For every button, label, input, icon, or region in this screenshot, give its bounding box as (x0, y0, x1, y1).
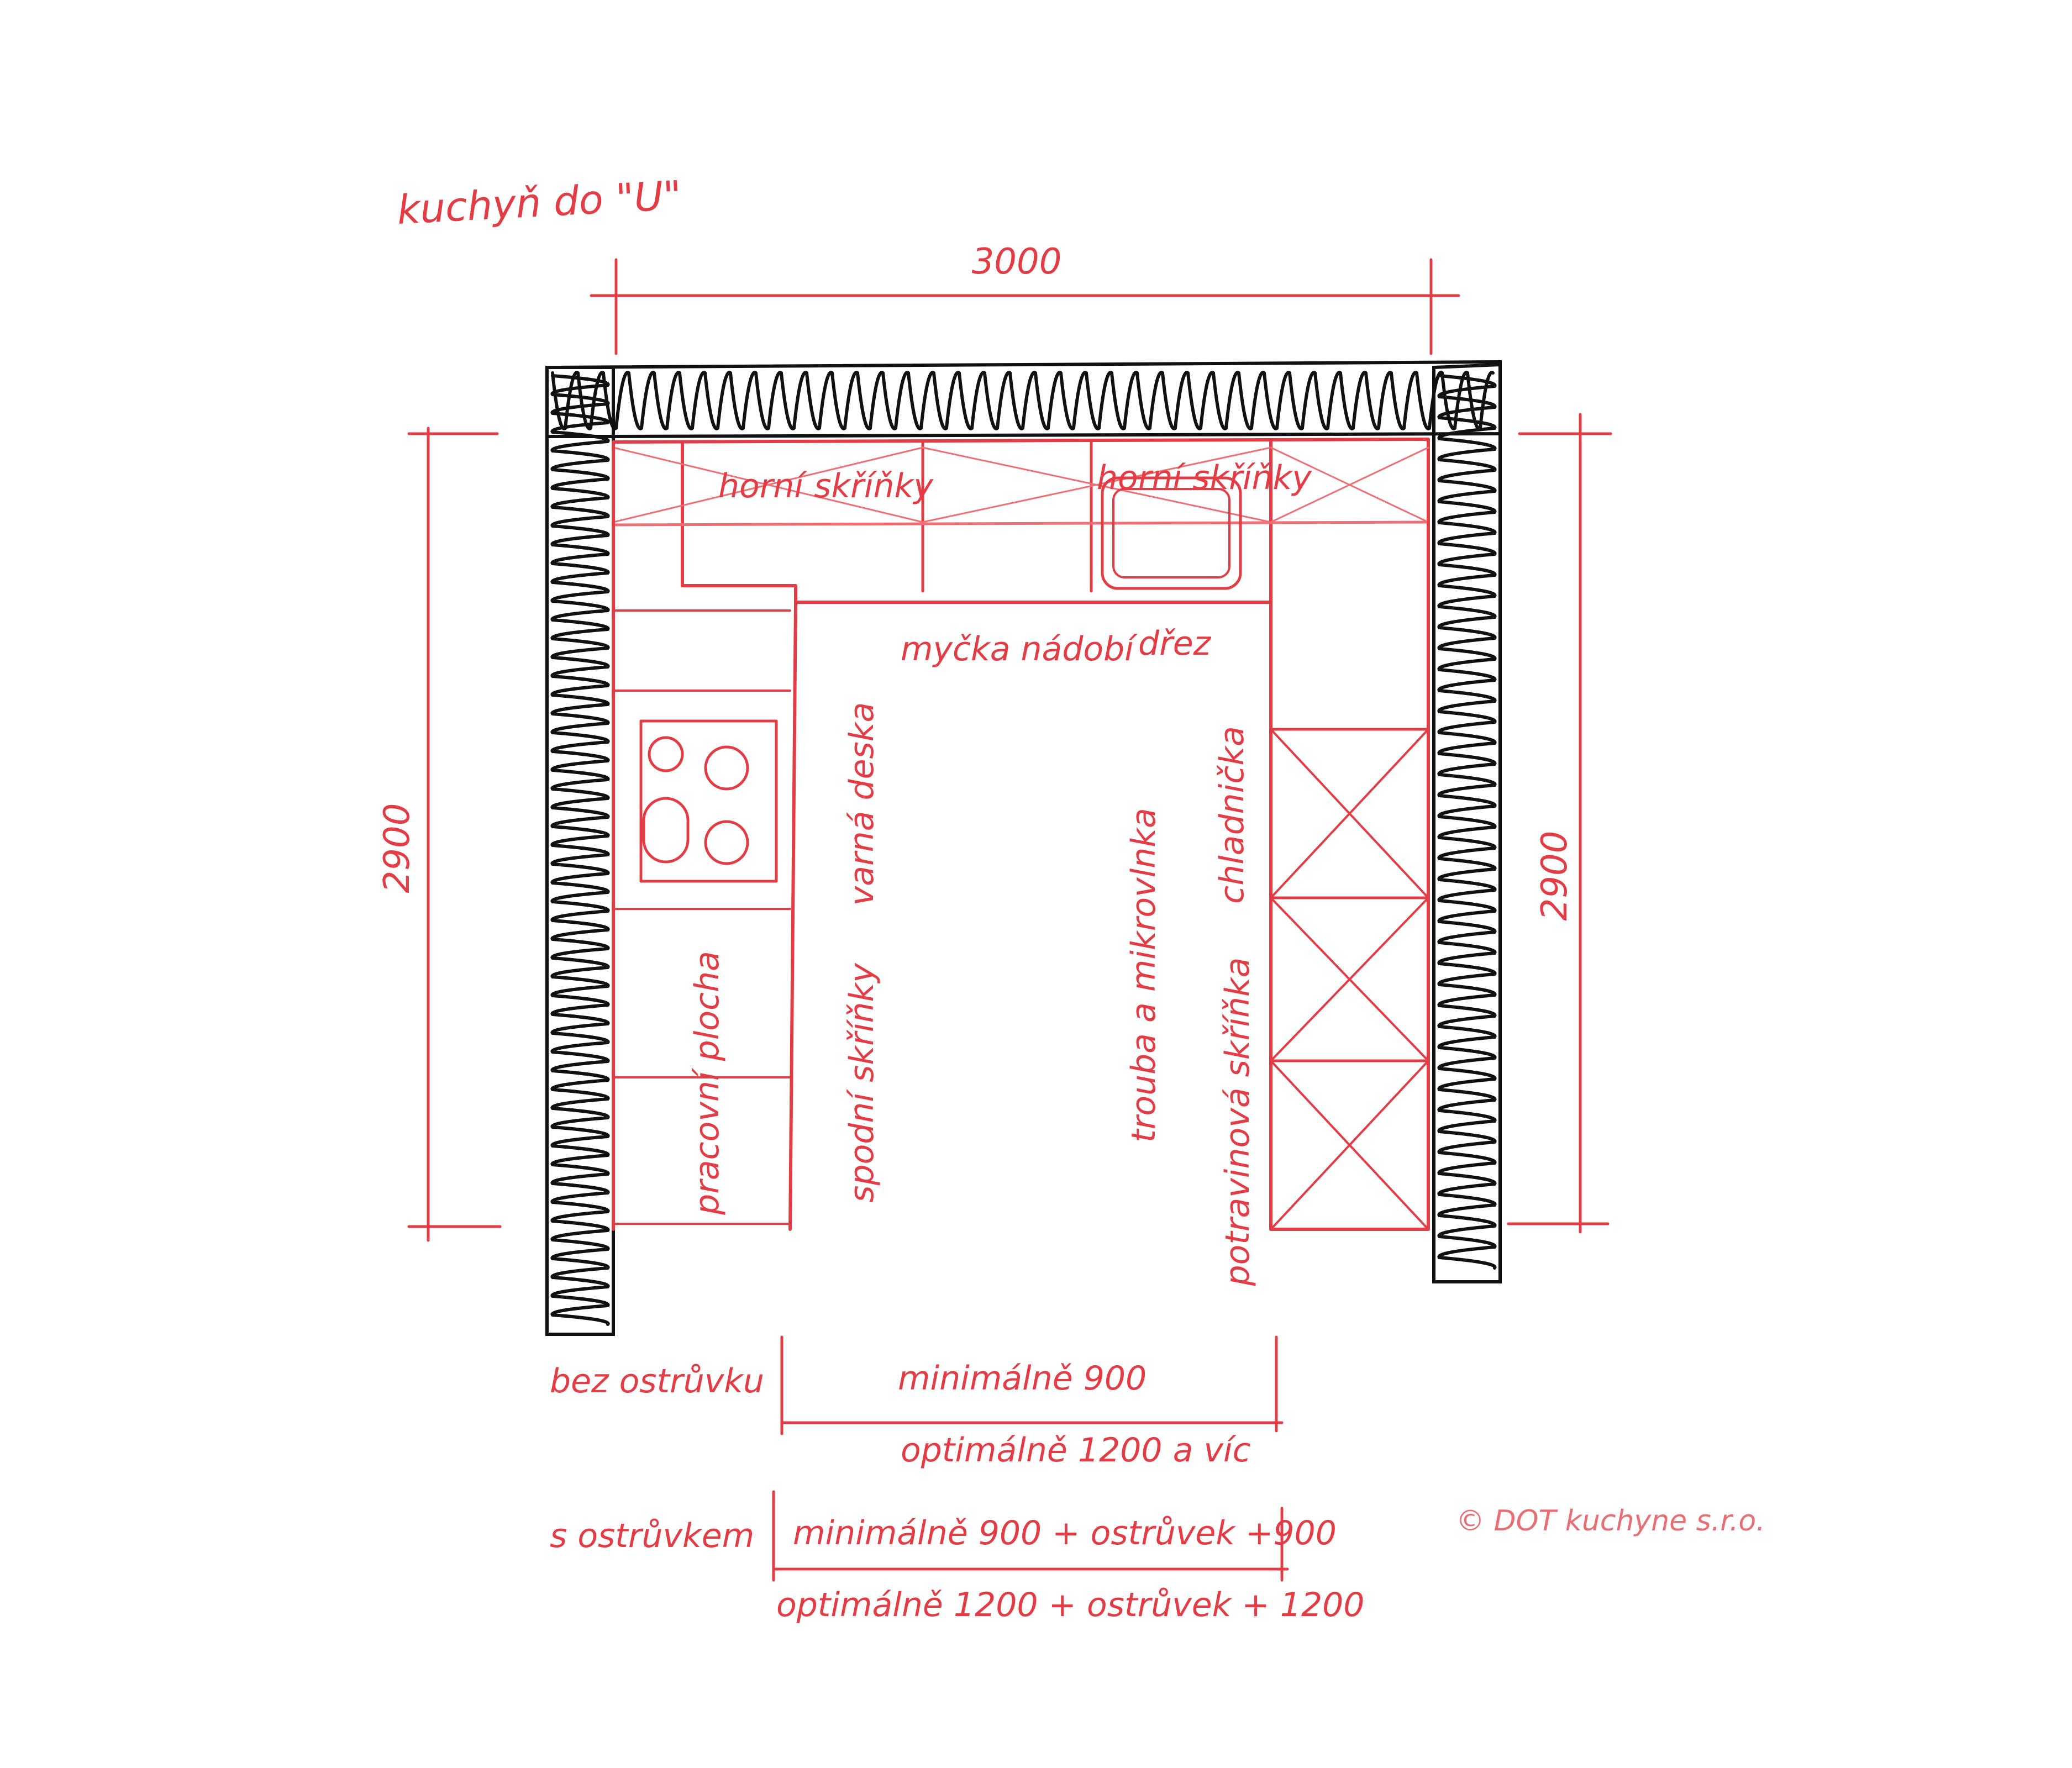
clearance-with-island-label: s ostrůvkem (550, 1517, 754, 1555)
wall-right (1432, 362, 1502, 1283)
clearance-with-island: s ostrůvkem minimálně 900 + ostrůvek +90… (550, 1490, 1364, 1624)
label-oven-microwave: trouba a mikrovlnka (1124, 808, 1163, 1143)
sink-icon (1101, 476, 1242, 590)
clearance-without-island: bez ostrůvku minimálně 900 optimálně 120… (550, 1335, 1284, 1470)
dimension-right: 2900 (1507, 413, 1612, 1234)
label-sink: dřez (1138, 624, 1212, 663)
left-cabinet-run (612, 440, 797, 1231)
label-upper-cabinets-left: horní skříňky (718, 467, 934, 506)
dimension-left: 2900 (377, 427, 502, 1242)
clearance-without-island-minimum: minimálně 900 (898, 1359, 1147, 1398)
label-upper-cabinets-right: horní skříňky (1097, 459, 1312, 497)
dimension-top: 3000 (590, 241, 1460, 355)
label-worktop: pracovní plocha (688, 951, 727, 1216)
label-hob: varná deska (843, 702, 881, 906)
copyright-notice: © DOT kuchyne s.r.o. (1456, 1504, 1765, 1538)
label-base-cabinets: spodní skříňky (843, 962, 881, 1203)
clearance-without-island-optimal: optimálně 1200 a víc (901, 1431, 1251, 1470)
clearance-with-island-optimal: optimálně 1200 + ostrůvek + 1200 (776, 1586, 1364, 1624)
dimension-right-label: 2900 (1534, 831, 1575, 921)
top-cabinet-run (612, 438, 1430, 607)
label-pantry: potravinová skříňka (1218, 957, 1257, 1287)
clearance-without-island-label: bez ostrůvku (550, 1362, 764, 1401)
label-dishwasher: myčka nádobí (901, 630, 1138, 669)
label-fridge: chladnička (1213, 726, 1251, 904)
dimension-left-label: 2900 (377, 803, 418, 893)
wall-top (545, 360, 1502, 438)
hob-icon (639, 719, 778, 883)
wall-left (545, 366, 615, 1336)
right-tall-cabinets (1269, 520, 1430, 1231)
diagram-title: kuchyň do "U" (396, 172, 682, 233)
dimension-top-label: 3000 (972, 241, 1062, 282)
clearance-with-island-minimum: minimálně 900 + ostrůvek +900 (793, 1514, 1337, 1553)
